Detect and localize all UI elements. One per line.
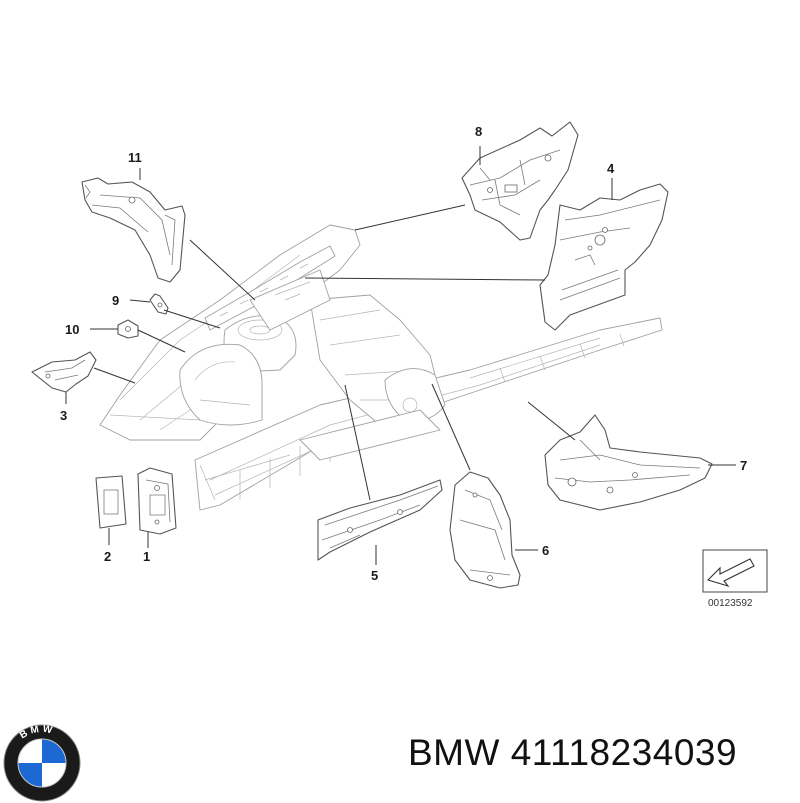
body-frame-assembly: [99, 224, 663, 511]
part-8-panel: [461, 121, 579, 241]
part-3-bracket: [31, 351, 97, 393]
bmw-logo: BMW: [3, 724, 81, 802]
callout-2: 2: [104, 549, 111, 564]
callout-9: 9: [112, 293, 119, 308]
callout-3: 3: [60, 408, 67, 423]
part-10-bracket: [117, 319, 139, 339]
callout-1: 1: [143, 549, 150, 564]
callout-5: 5: [371, 568, 378, 583]
callout-10: 10: [65, 322, 79, 337]
leader-lines: [65, 146, 736, 565]
part-1-bracket: [137, 467, 177, 535]
part-11-bracket: [81, 177, 186, 283]
part-7-panel: [544, 414, 713, 511]
diagram-code: 00123592: [708, 598, 753, 609]
part-9-clip: [149, 293, 169, 315]
callout-4: 4: [607, 161, 615, 176]
part-5-rail: [317, 479, 443, 561]
callout-labels: 1 2 3 4 5 6 7 8 9 10 11: [60, 124, 747, 583]
callout-7: 7: [740, 458, 747, 473]
callout-11: 11: [128, 150, 142, 165]
part-2-plate: [95, 475, 127, 529]
part-6-panel: [449, 471, 521, 589]
callout-6: 6: [542, 543, 549, 558]
part-number-title: BMW 41118234039: [408, 732, 738, 773]
callout-8: 8: [475, 124, 482, 139]
direction-indicator: 00123592: [702, 549, 768, 609]
part-4-panel: [539, 183, 669, 331]
arrow-icon: [706, 558, 755, 588]
